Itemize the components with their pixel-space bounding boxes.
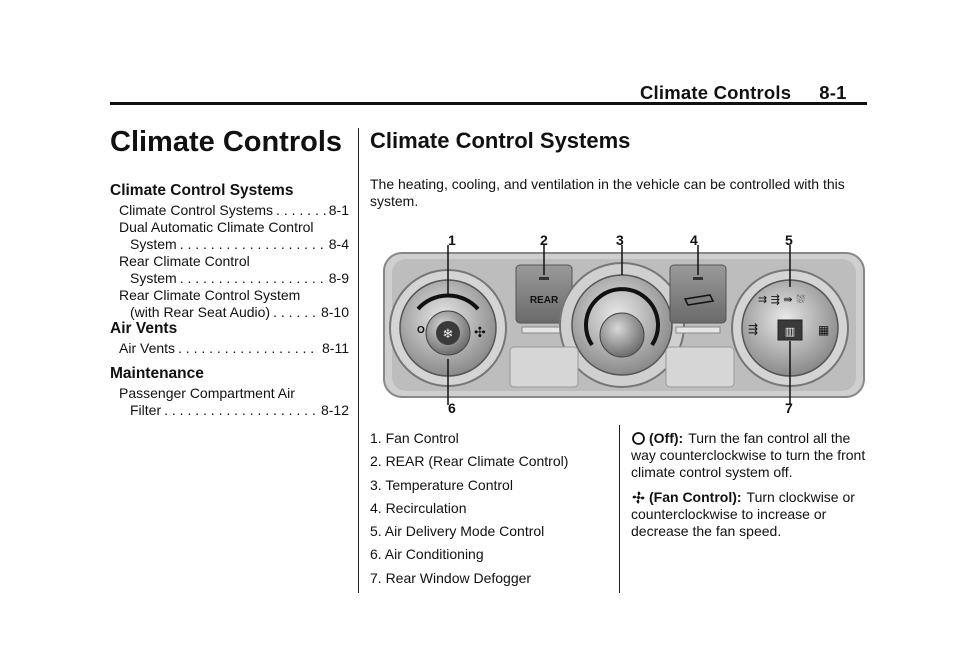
- callout-2: 2: [540, 232, 548, 248]
- legend-item: 4. Recirculation: [370, 499, 467, 516]
- header-rule: [110, 102, 867, 105]
- legend-item: 2. REAR (Rear Climate Control): [370, 453, 569, 470]
- toc-entry[interactable]: System 8-9: [119, 270, 349, 287]
- toc-block-climate: Climate Control Systems 8-1 Dual Automati…: [119, 202, 349, 321]
- temperature-knob[interactable]: [559, 245, 685, 388]
- recirculation-icon: [683, 294, 715, 306]
- toc-entry-page: 8-12: [320, 402, 349, 418]
- defrost-icon: ▦: [818, 323, 829, 337]
- climate-panel-figure: 1 2 3 4 5 6 7 ❄ O ✣: [380, 227, 868, 417]
- toc-heading-climate: Climate Control Systems: [110, 182, 294, 199]
- control-descriptions: (Off):Turn the fan control all the way c…: [631, 430, 871, 548]
- toc-entry[interactable]: Filter 8-12: [119, 402, 349, 419]
- air-delivery-knob[interactable]: ⇉ ⇶ ⇛ ⛆ ⇶ ▥ ▦: [731, 245, 849, 405]
- description-label: (Off):: [649, 430, 684, 446]
- toc-entry-line[interactable]: Rear Climate Control System: [119, 287, 301, 303]
- panel-drawing: ❄ O ✣ REAR: [383, 245, 865, 405]
- off-icon: [632, 432, 645, 445]
- toc-entry-text: Filter: [130, 402, 162, 418]
- fan-icon: [632, 491, 645, 504]
- toc-entry-text: (with Rear Seat Audio): [130, 304, 271, 320]
- legend-item: 5. Air Delivery Mode Control: [370, 523, 545, 540]
- toc-block-air-vents: Air Vents 8-11: [119, 340, 349, 357]
- toc-entry[interactable]: System 8-4: [119, 236, 349, 253]
- callout-legend: 1. Fan Control 2. REAR (Rear Climate Con…: [370, 430, 568, 593]
- toc-entry-line[interactable]: Dual Automatic Climate Control: [119, 219, 314, 235]
- svg-text:✣: ✣: [474, 325, 486, 341]
- header-title: Climate Controls: [640, 82, 792, 103]
- callout-4: 4: [690, 232, 698, 248]
- description-label: (Fan Control):: [649, 489, 742, 505]
- legend-item: 6. Air Conditioning: [370, 546, 484, 563]
- callout-1: 1: [448, 232, 456, 248]
- rear-button[interactable]: REAR: [515, 245, 573, 334]
- callout-5: 5: [785, 232, 793, 248]
- toc-entry-line[interactable]: Passenger Compartment Air: [119, 385, 295, 401]
- toc-entry[interactable]: Climate Control Systems 8-1: [119, 202, 349, 219]
- toc-entry-text: Air Vents: [119, 340, 176, 356]
- column-divider: [358, 128, 359, 593]
- toc-entry-page: 8-11: [322, 340, 349, 356]
- rear-button-label: REAR: [530, 295, 559, 306]
- description-fan: (Fan Control):Turn clockwise or counterc…: [631, 489, 871, 540]
- running-header: Climate Controls 8-1: [640, 82, 847, 104]
- svg-text:⇶: ⇶: [748, 322, 758, 336]
- chapter-title: Climate Controls: [110, 126, 343, 158]
- legend-item: 7. Rear Window Defogger: [370, 569, 532, 586]
- column-divider-lower: [619, 425, 620, 593]
- svg-text:⇉ ⇶ ⇛ ⛆: ⇉ ⇶ ⇛ ⛆: [758, 293, 805, 306]
- description-off: (Off):Turn the fan control all the way c…: [631, 430, 871, 481]
- toc-block-maintenance: Passenger Compartment Air Filter 8-12: [119, 385, 349, 419]
- toc-entry[interactable]: Air Vents 8-11: [119, 340, 349, 357]
- toc-entry-text: Climate Control Systems: [119, 202, 274, 218]
- legend-item: 1. Fan Control: [370, 430, 459, 446]
- off-mark: O: [417, 325, 425, 336]
- toc-entry-text: System: [130, 236, 177, 252]
- svg-text:❄: ❄: [443, 327, 454, 342]
- callout-3: 3: [616, 232, 624, 248]
- fan-control-knob[interactable]: ❄ O ✣: [389, 245, 507, 405]
- intro-paragraph: The heating, cooling, and ventilation in…: [370, 176, 845, 209]
- svg-text:▥: ▥: [785, 325, 795, 338]
- header-page-number: 8-1: [819, 82, 847, 103]
- callout-7: 7: [785, 400, 793, 416]
- rear-defog-icon: [777, 319, 803, 341]
- description-text: Turn clockwise or counterclockwise to in…: [631, 489, 855, 539]
- toc-entry-page: 8-10: [320, 304, 349, 320]
- callout-6: 6: [448, 400, 456, 416]
- toc-entry-page: 8-1: [328, 202, 349, 218]
- toc-entry-page: 8-9: [328, 270, 349, 286]
- description-text: Turn the fan control all the way counter…: [631, 430, 866, 480]
- toc-entry-page: 8-4: [328, 236, 349, 252]
- toc-entry-line[interactable]: Rear Climate Control: [119, 253, 250, 269]
- toc-heading-air-vents: Air Vents: [110, 320, 178, 337]
- toc-heading-maintenance: Maintenance: [110, 365, 204, 382]
- section-title: Climate Control Systems: [370, 128, 631, 153]
- toc-entry-text: System: [130, 270, 177, 286]
- recirculation-button[interactable]: [669, 245, 727, 334]
- legend-item: 3. Temperature Control: [370, 476, 513, 493]
- toc-entry[interactable]: (with Rear Seat Audio) 8-10: [119, 304, 349, 321]
